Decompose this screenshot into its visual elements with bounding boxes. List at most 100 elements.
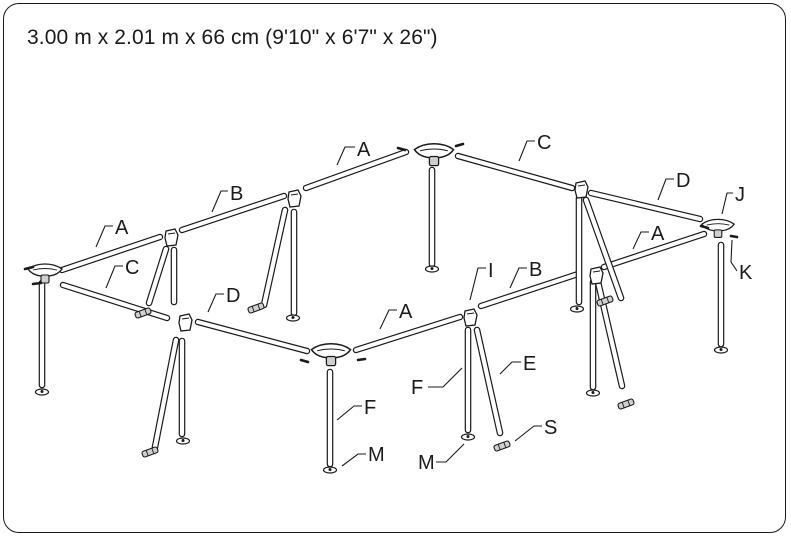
horizontal-rails [58,148,708,355]
vertical-legs [38,166,725,468]
stabilizer-clip-1-ring-b [257,304,261,310]
foot-2-hole [181,439,185,442]
rail-5-body [304,150,408,190]
leader-f-front [428,367,463,388]
corner-joint-1-cap [27,263,63,279]
label-m-center: M [368,444,385,466]
leader-b-right [509,267,527,289]
connector-4 [463,308,478,327]
stabilizer-clip-1 [247,302,265,314]
stabilizer-clip-3-ring-a [145,450,149,456]
foot-6-hole [466,435,470,438]
label-d-right: D [676,170,690,192]
leader-a-top [336,146,355,166]
label-s: S [544,417,557,439]
foot-6 [460,433,476,441]
connector-6-edge [592,270,601,273]
connector-4-edge [466,312,475,315]
leader-c-top [518,140,535,162]
foot-3-hole [291,316,295,319]
foot-5 [424,265,440,273]
stabilizer-clip-3-body [141,446,159,458]
leg-4-body [261,207,288,308]
label-c-left: C [125,257,139,279]
label-f-front: F [411,377,423,399]
leg-4 [260,206,289,309]
corner-joint-4-socket [713,229,723,238]
stabilizer-clip-2-body [134,307,152,319]
stabilizer-clip-3-ring-b [151,448,155,454]
connector-1-edge [167,232,176,235]
stabilizer-clip-5-ring-a [621,402,625,408]
rail-7 [587,189,704,223]
pin-4 [454,142,465,148]
corner-joint-1 [27,263,63,284]
connector-6 [589,266,604,285]
label-m-front: M [418,452,435,474]
leg-7-body [152,337,179,450]
rail-8-body [354,315,462,352]
leader-k [730,239,738,272]
foot-7 [569,305,585,313]
leg-7 [151,336,180,451]
corner-joint-4 [701,218,735,238]
corner-joint-3 [310,343,352,367]
part-labels: A A A A B B C C D D E F F I J K M M S [115,132,753,474]
label-b-right: B [529,259,542,281]
stabilizer-clip-1-ring-a [251,306,255,312]
connector-3-body [178,313,193,332]
joints [27,143,735,367]
leader-i [469,267,486,301]
rail-10-body [602,232,706,269]
rail-6 [454,152,576,192]
stabilizer-clip-4-ring-b [503,442,507,448]
label-i: I [488,260,494,282]
label-d-front: D [226,285,240,307]
connector-2 [287,189,302,208]
leg-13 [582,196,625,302]
stabilizer-clip-6 [596,295,614,307]
corner-joint-3-socket [325,355,337,367]
dimension-title: 3.00 m x 2.01 m x 66 cm (9'10" x 6'7" x … [27,26,438,49]
leg-13-body [583,197,624,301]
rail-8 [352,313,464,354]
connector-6-body [589,266,604,285]
stabilizer-clip-4 [493,440,511,452]
corner-joint-2 [413,143,455,167]
corner-joint-2-cap [413,143,455,161]
label-k: K [739,262,753,284]
rail-5 [302,148,410,192]
stabilizer-clip-4-body [493,440,511,452]
connector-1 [164,228,179,247]
foot-7-hole [575,307,579,310]
connector-5-body [574,180,589,199]
stabilizer-clip-6-ring-a [600,299,604,305]
rail-3-body [180,194,286,232]
rail-9-body [479,272,580,308]
label-a-left: A [115,217,129,239]
label-c-top: C [537,132,551,154]
leg-11 [473,326,504,437]
stabilizer-clip-2 [134,307,152,319]
foot-4 [322,466,338,474]
leader-m-center [341,453,366,467]
leg-3 [145,245,170,307]
foot-1 [34,388,50,396]
corner-joint-2-socket [428,155,440,167]
pin-6 [356,357,367,362]
corner-joint-3-cap [310,343,352,361]
leader-f-center [336,405,362,421]
leader-d-right [657,178,674,201]
rail-1 [58,233,164,274]
leader-m-front [436,443,465,463]
connector-5 [574,180,589,199]
leader-d-front [207,293,224,313]
rail-7-body [589,191,702,221]
corner-joint-4-cap [701,218,735,234]
rail-9 [477,270,582,310]
pin-7 [699,224,710,230]
foot-2 [175,437,191,445]
connector-2-body [287,189,302,208]
leader-a-front [379,309,397,330]
label-f-center: F [364,397,376,419]
